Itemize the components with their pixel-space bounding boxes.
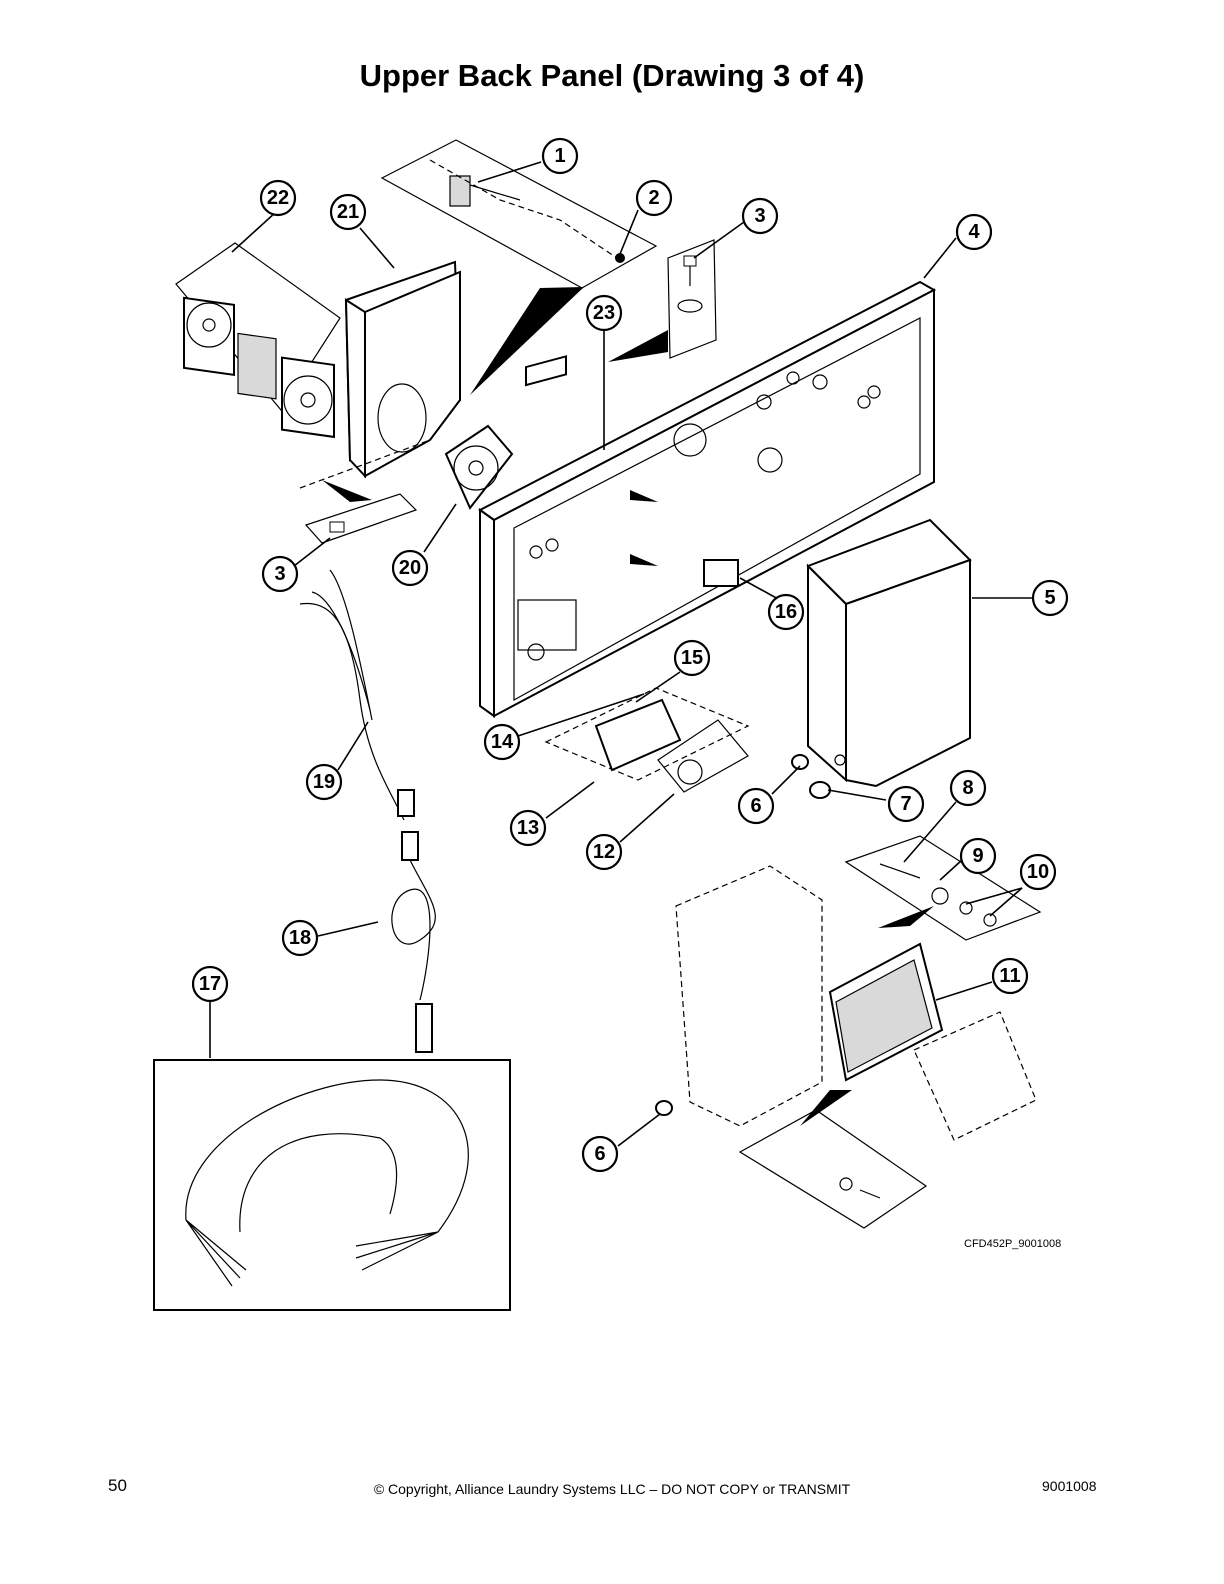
electrical-box-5 [806, 518, 972, 788]
svg-text:3: 3 [274, 563, 285, 585]
upper-back-panel-4 [478, 280, 937, 718]
callout-20: 20 [391, 549, 429, 587]
callout-17: 17 [191, 965, 229, 1003]
svg-text:13: 13 [517, 817, 539, 839]
side-plate-21 [299, 260, 462, 489]
callout-12: 12 [585, 833, 623, 871]
grommet-6 [791, 754, 809, 770]
callout-6: 6 [737, 787, 775, 825]
document-number: 9001008 [1042, 1478, 1097, 1494]
svg-text:5: 5 [1044, 587, 1055, 609]
leader-lines [209, 161, 1032, 1147]
svg-text:2: 2 [648, 187, 659, 209]
callout-19: 19 [305, 763, 343, 801]
svg-text:18: 18 [289, 927, 311, 949]
svg-text:17: 17 [199, 973, 221, 995]
svg-text:10: 10 [1027, 861, 1049, 883]
motor-drive-11 [675, 865, 1037, 1141]
callout-22: 22 [259, 179, 297, 217]
svg-text:16: 16 [775, 601, 797, 623]
wire-harness-19 [299, 569, 415, 821]
wire-harness-kit-17 [153, 1059, 511, 1311]
svg-text:19: 19 [313, 771, 335, 793]
callout-21: 21 [329, 193, 367, 231]
callout-14: 14 [483, 723, 521, 761]
callout-13: 13 [509, 809, 547, 847]
callout-2: 2 [635, 179, 673, 217]
detail-panel-top-hardware [380, 139, 658, 395]
callout-3: 3 [741, 197, 779, 235]
callout-10: 10 [1019, 853, 1057, 891]
fan-guard-kit-22 [175, 242, 341, 439]
callout-15: 15 [673, 639, 711, 677]
svg-text:8: 8 [962, 777, 973, 799]
svg-text:7: 7 [900, 793, 911, 815]
callout-8: 8 [949, 769, 987, 807]
detail-panel-drive-screws [738, 1090, 928, 1229]
wire-harness-18 [391, 831, 436, 1053]
callout-18: 18 [281, 919, 319, 957]
svg-text:6: 6 [594, 1143, 605, 1165]
callout-1: 1 [541, 137, 579, 175]
svg-text:12: 12 [593, 841, 615, 863]
callout-4: 4 [955, 213, 993, 251]
copyright-notice: © Copyright, Alliance Laundry Systems LL… [373, 1481, 851, 1497]
detail-panel-screw-3 [608, 239, 717, 362]
control-board-assembly [544, 687, 750, 793]
callout-11: 11 [991, 957, 1029, 995]
svg-text:11: 11 [999, 965, 1020, 987]
callout-7: 7 [887, 785, 925, 823]
detail-panel-hardware-8-10 [844, 835, 1042, 941]
page-number: 50 [108, 1476, 127, 1495]
svg-text:4: 4 [968, 221, 980, 243]
callout-23: 23 [585, 294, 623, 332]
plug-7 [809, 781, 831, 799]
callout-3-lower: 3 [261, 555, 299, 593]
drawing-id: CFD452P_9001008 [964, 1238, 1062, 1250]
svg-text:14: 14 [491, 731, 514, 753]
svg-text:9: 9 [972, 845, 983, 867]
svg-text:6: 6 [750, 795, 761, 817]
callout-16: 16 [767, 593, 805, 631]
callout-5: 5 [1031, 579, 1069, 617]
grommet-6-lower [655, 1100, 673, 1116]
page-title: Upper Back Panel (Drawing 3 of 4) [359, 58, 865, 93]
bracket-16 [703, 559, 739, 587]
svg-text:15: 15 [681, 647, 703, 669]
svg-text:23: 23 [593, 302, 615, 324]
label-decal-23 [525, 355, 567, 387]
svg-text:21: 21 [337, 201, 359, 223]
detail-panel-screw-3-lower [304, 480, 418, 544]
svg-text:22: 22 [267, 187, 289, 209]
cooling-fan-20 [444, 424, 514, 510]
callout-6-lower: 6 [581, 1135, 619, 1173]
svg-text:20: 20 [399, 557, 421, 579]
svg-text:1: 1 [554, 145, 565, 167]
callout-9: 9 [959, 837, 997, 875]
svg-text:3: 3 [754, 205, 765, 227]
